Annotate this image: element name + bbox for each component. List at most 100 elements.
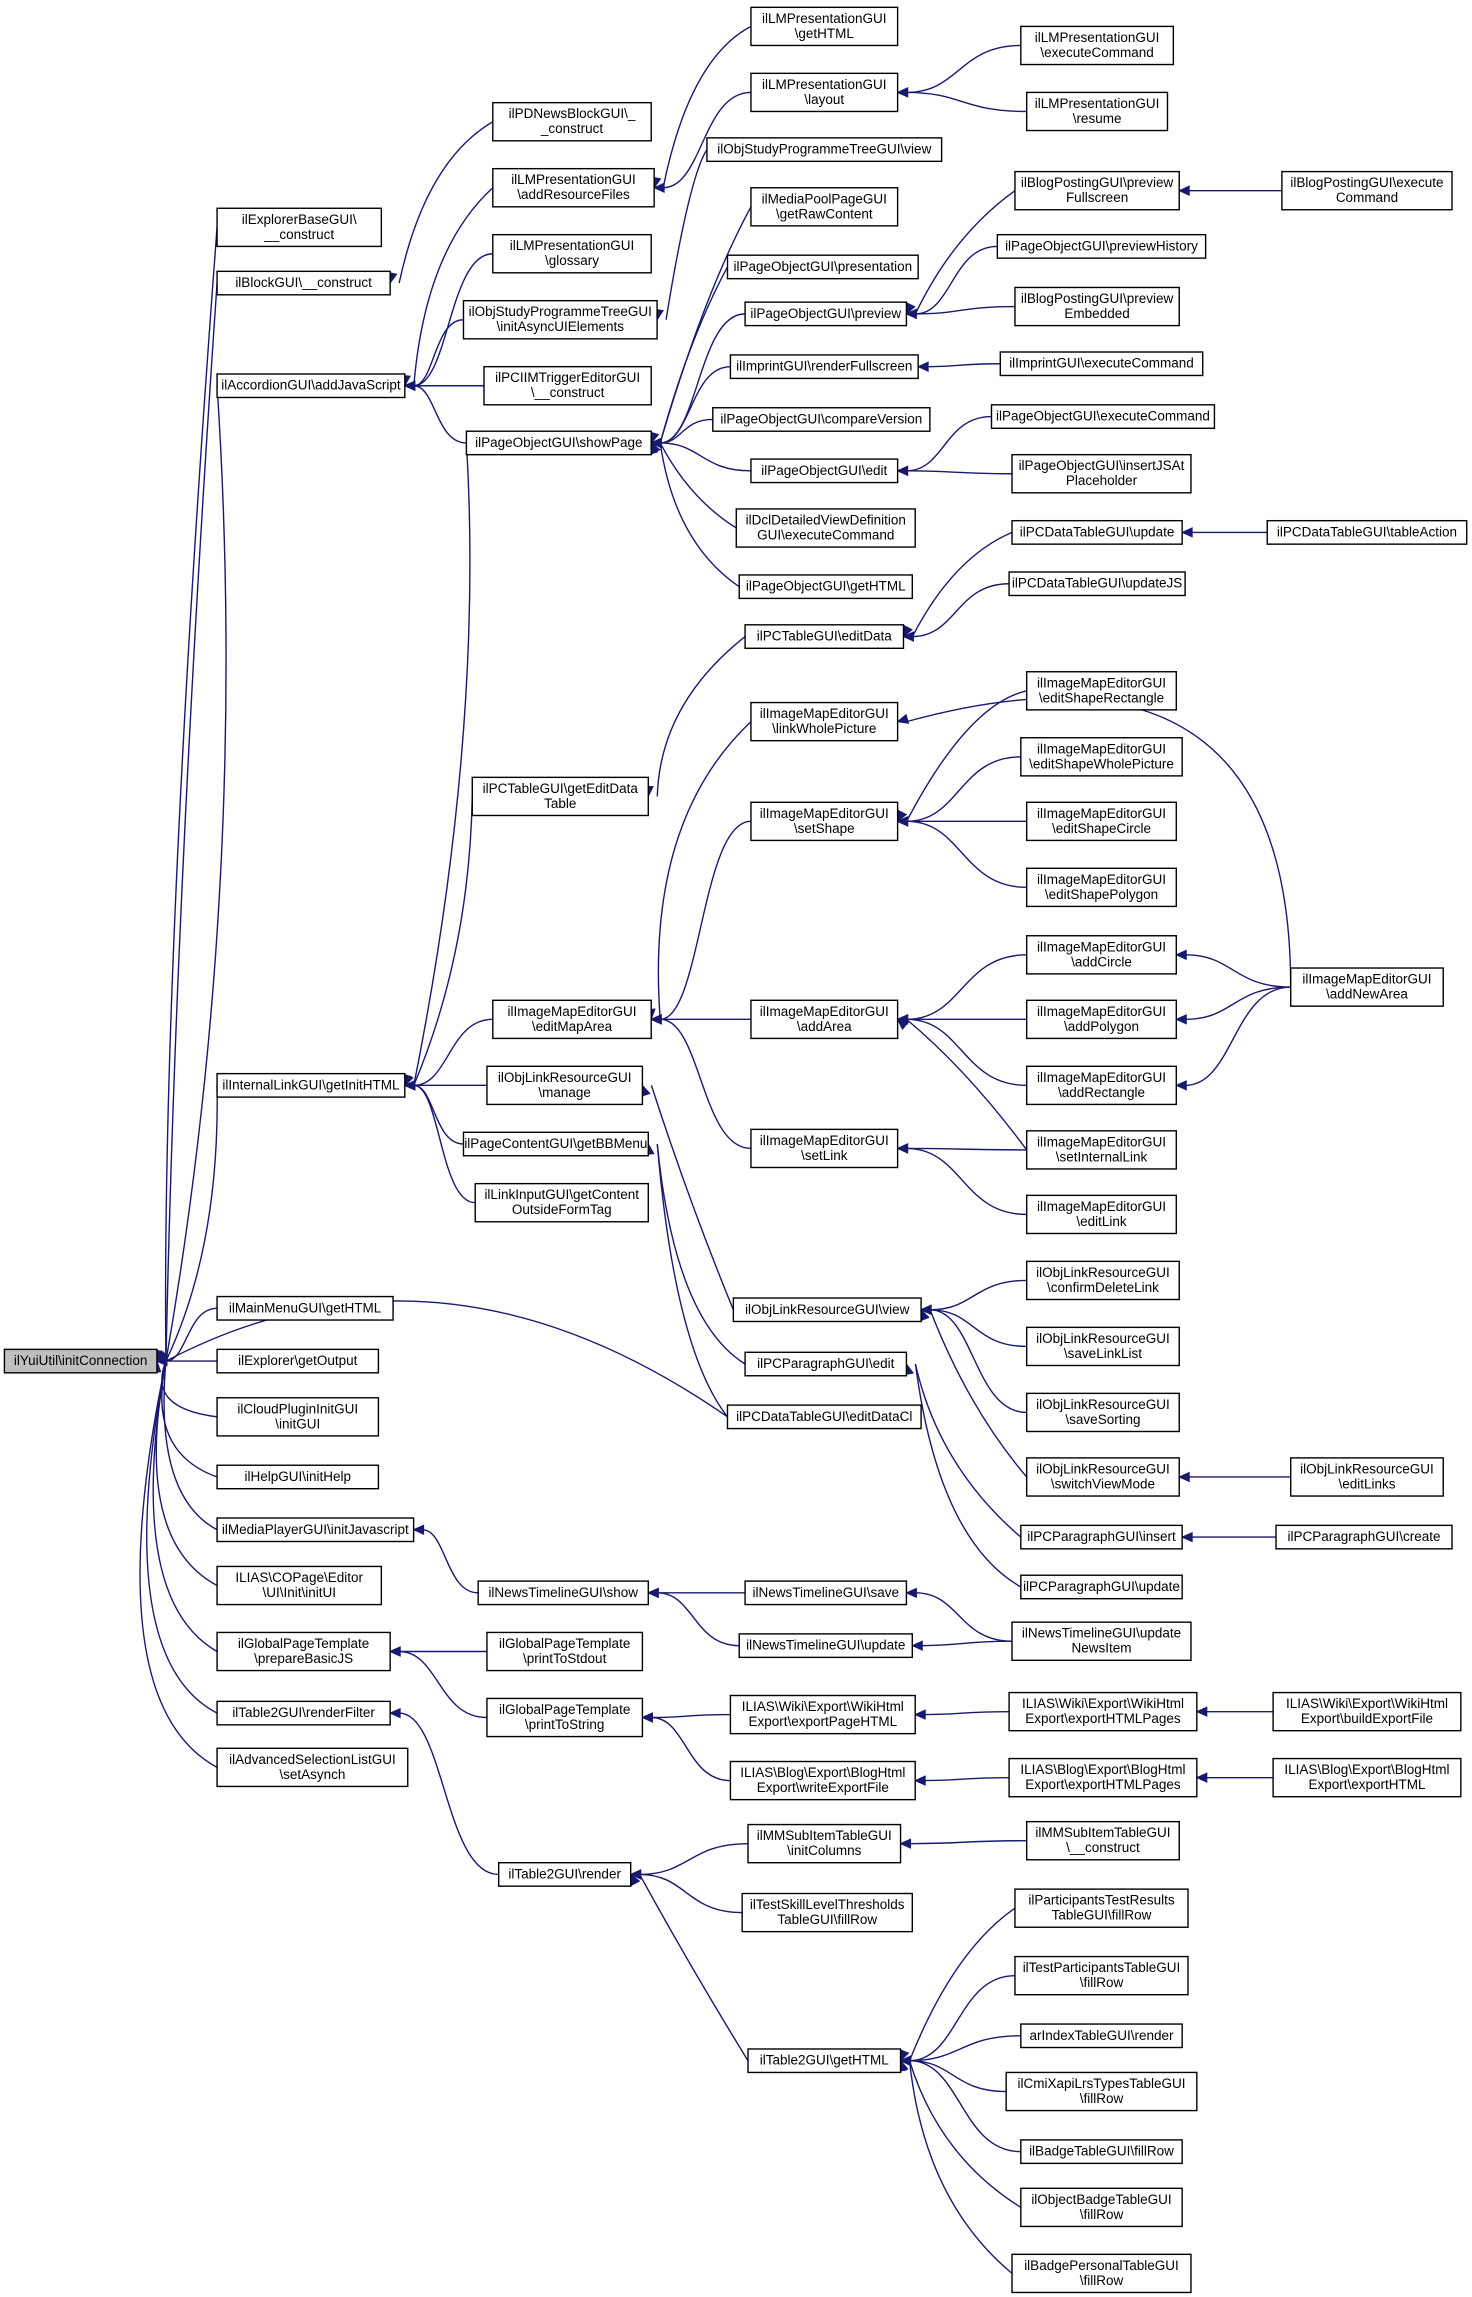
node-ilmmsubitemtablegui-construct[interactable]: ilMMSubItemTableGUI\__construct: [1025, 1820, 1180, 1861]
node-arindextablegui-render[interactable]: arIndexTableGUI\render: [1020, 2023, 1183, 2049]
node-ilpagecontentgui-getbbmenu[interactable]: ilPageContentGUI\getBBMenu: [462, 1131, 649, 1157]
node-ilimagemapeditorgui-editshapepolygon[interactable]: ilImageMapEditorGUI\editShapePolygon: [1025, 867, 1177, 908]
node-ilimagemapeditorgui-setlink[interactable]: ilImageMapEditorGUI\setLink: [750, 1128, 899, 1169]
node-ilpageobjectgui-compareversion[interactable]: ilPageObjectGUI\compareVersion: [712, 407, 931, 432]
node-illmpresentationgui-executecommand[interactable]: ilLMPresentationGUI\executeCommand: [1020, 25, 1175, 66]
node-ilpageobjectgui-edit[interactable]: ilPageObjectGUI\edit: [750, 458, 899, 484]
node-ilpcdatatablegui-tableaction[interactable]: ilPCDataTableGUI\tableAction: [1266, 519, 1468, 545]
node-illmpresentationgui-layout[interactable]: ilLMPresentationGUI\layout: [750, 72, 899, 113]
node-illmpresentationgui-gethtml[interactable]: ilLMPresentationGUI\getHTML: [750, 6, 899, 47]
node-ilpcparagraphgui-insert[interactable]: ilPCParagraphGUI\insert: [1020, 1524, 1183, 1550]
node-ilcmixapilrstypestablegui-fillrow[interactable]: ilCmiXapiLrsTypesTableGUI\fillRow: [1005, 2071, 1198, 2112]
node-ilinternallinkgui-getinithtml[interactable]: ilInternalLinkGUI\getInitHTML: [216, 1072, 406, 1098]
node-ilpageobjectgui-showpage[interactable]: ilPageObjectGUI\showPage: [465, 430, 652, 456]
node-ilias-wiki-export-wikihtmlexport-buildexportfile[interactable]: ILIAS\Wiki\Export\WikiHtmlExport\buildEx…: [1272, 1691, 1462, 1732]
node-ilyuiutil-initconnection[interactable]: ilYuiUtil\initConnection: [3, 1348, 158, 1374]
node-ilexplorerbasegui-construct[interactable]: ilExplorerBaseGUI\__construct: [216, 207, 383, 248]
node-ilias-wiki-export-wikihtmlexport-exportpagehtml[interactable]: ILIAS\Wiki\Export\WikiHtmlExport\exportP…: [729, 1694, 916, 1735]
node-ilblogpostinggui-executecommand[interactable]: ilBlogPostingGUI\executeCommand: [1281, 170, 1453, 211]
node-ilobjlinkresourcegui-confirmdeletelink[interactable]: ilObjLinkResourceGUI\confirmDeleteLink: [1025, 1260, 1180, 1301]
node-iladvancedselectionlistgui-setasynch[interactable]: ilAdvancedSelectionListGUI\setAsynch: [216, 1747, 409, 1788]
node-ilnewstimelinegui-show[interactable]: ilNewsTimelineGUI\show: [477, 1580, 649, 1606]
node-ilimagemapeditorgui-editmaparea[interactable]: ilImageMapEditorGUI\editMapArea: [492, 999, 652, 1040]
node-ilpageobjectgui-previewhistory[interactable]: ilPageObjectGUI\previewHistory: [996, 233, 1207, 259]
node-ilimagemapeditorgui-setshape[interactable]: ilImageMapEditorGUI\setShape: [750, 801, 899, 842]
node-ilimagemapeditorgui-linkwholepicture[interactable]: ilImageMapEditorGUI\linkWholePicture: [750, 701, 899, 742]
node-ilpcparagraphgui-edit[interactable]: ilPCParagraphGUI\edit: [744, 1351, 908, 1377]
node-ilimagemapeditorgui-setinternallink[interactable]: ilImageMapEditorGUI\setInternalLink: [1025, 1130, 1177, 1170]
node-ilhelpgui-inithelp[interactable]: ilHelpGUI\initHelp: [216, 1464, 380, 1490]
node-ilnewstimelinegui-save[interactable]: ilNewsTimelineGUI\save: [744, 1580, 908, 1606]
node-ilimagemapeditorgui-addarea[interactable]: ilImageMapEditorGUI\addArea: [750, 999, 899, 1040]
node-ilpdnewsblockgui-construct[interactable]: ilPDNewsBlockGUI\__construct: [492, 101, 652, 142]
node-ilbadgepersonaltablegui-fillrow[interactable]: ilBadgePersonalTableGUI\fillRow: [1011, 2253, 1192, 2294]
node-ilimagemapeditorgui-editlink[interactable]: ilImageMapEditorGUI\editLink: [1025, 1194, 1177, 1235]
node-ilobjlinkresourcegui-switchviewmode[interactable]: ilObjLinkResourceGUI\switchViewMode: [1025, 1457, 1180, 1497]
node-iltestparticipantstablegui-fillrow[interactable]: ilTestParticipantsTableGUI\fillRow: [1014, 1955, 1189, 1996]
node-ilpctablegui-editdata[interactable]: ilPCTableGUI\editData: [744, 624, 905, 649]
node-ilpcparagraphgui-create[interactable]: ilPCParagraphGUI\create: [1275, 1524, 1453, 1550]
node-ilglobalpagetemplate-printtostdout[interactable]: ilGlobalPageTemplate\printToStdout: [486, 1631, 644, 1672]
node-ilaccordiongui-addjavascript[interactable]: ilAccordionGUI\addJavaScript: [216, 373, 406, 399]
node-ilpageobjectgui-presentation[interactable]: ilPageObjectGUI\presentation: [726, 254, 919, 280]
node-ilimagemapeditorgui-editshapewholepicture[interactable]: ilImageMapEditorGUI\editShapeWholePictur…: [1020, 737, 1183, 777]
node-ilexplorer-getoutput[interactable]: ilExplorer\getOutput: [216, 1348, 380, 1374]
node-ilobjstudyprogrammetreegui-initasyncuielements[interactable]: ilObjStudyProgrammeTreeGUI\initAsyncUIEl…: [462, 299, 658, 340]
node-ilpcdatatablegui-editdatacl[interactable]: ilPCDataTableGUI\editDataCl: [726, 1404, 922, 1430]
node-ilpcparagraphgui-update[interactable]: ilPCParagraphGUI\update: [1020, 1574, 1183, 1600]
node-ilias-blog-export-bloghtmlexport-writeexportfile[interactable]: ILIAS\Blog\Export\BlogHtmlExport\writeEx…: [729, 1760, 916, 1801]
node-ilnewstimelinegui-update[interactable]: ilNewsTimelineGUI\update: [738, 1633, 913, 1659]
node-iltable2gui-renderfilter[interactable]: ilTable2GUI\renderFilter: [216, 1700, 391, 1726]
node-ilimprintgui-renderfullscreen[interactable]: ilImprintGUI\renderFullscreen: [729, 354, 919, 380]
node-ilmainmenugui-gethtml[interactable]: ilMainMenuGUI\getHTML: [216, 1295, 394, 1321]
node-label: ilLMPresentationGUI: [1035, 96, 1160, 111]
node-ilimagemapeditorgui-editshapecircle[interactable]: ilImageMapEditorGUI\editShapeCircle: [1025, 801, 1177, 842]
node-iltable2gui-gethtml[interactable]: ilTable2GUI\getHTML: [747, 2048, 902, 2074]
node-ilimagemapeditorgui-addnewarea[interactable]: ilImageMapEditorGUI\addNewArea: [1289, 967, 1444, 1007]
node-ilobjlinkresourcegui-manage[interactable]: ilObjLinkResourceGUI\manage: [486, 1065, 644, 1106]
node-ilobjlinkresourcegui-savesorting[interactable]: ilObjLinkResourceGUI\saveSorting: [1025, 1392, 1180, 1433]
node-ilparticipantstestresultstablegui-fillrow[interactable]: ilParticipantsTestResultsTableGUI\fillRo…: [1014, 1888, 1189, 1928]
node-ilbadgetablegui-fillrow[interactable]: ilBadgeTableGUI\fillRow: [1020, 2139, 1183, 2165]
node-ilmediapoolpagegui-getrawcontent[interactable]: ilMediaPoolPageGUI\getRawContent: [750, 187, 899, 227]
node-ilpageobjectgui-gethtml[interactable]: ilPageObjectGUI\getHTML: [738, 574, 913, 600]
node-ilias-wiki-export-wikihtmlexport-exporthtmlpages[interactable]: ILIAS\Wiki\Export\WikiHtmlExport\exportH…: [1008, 1691, 1198, 1732]
node-ilimagemapeditorgui-addcircle[interactable]: ilImageMapEditorGUI\addCircle: [1025, 935, 1177, 975]
node-ilpcdatatablegui-updatejs[interactable]: ilPCDataTableGUI\updateJS: [1008, 571, 1186, 597]
node-ilglobalpagetemplate-printtostring[interactable]: ilGlobalPageTemplate\printToString: [486, 1697, 644, 1738]
node-iltestskilllevelthresholdstablegui-fillrow[interactable]: ilTestSkillLevelThresholdsTableGUI\fillR…: [741, 1892, 913, 1933]
node-ilpageobjectgui-executecommand[interactable]: ilPageObjectGUI\executeCommand: [990, 404, 1216, 429]
node-ildcldetailedviewdefinitiongui-executecommand[interactable]: ilDclDetailedViewDefinitionGUI\executeCo…: [735, 508, 916, 548]
node-ilias-blog-export-bloghtmlexport-exporthtmlpages[interactable]: ILIAS\Blog\Export\BlogHtmlExport\exportH…: [1008, 1757, 1198, 1798]
node-iltable2gui-render[interactable]: ilTable2GUI\render: [497, 1862, 632, 1887]
node-ilobjectbadgetablegui-fillrow[interactable]: ilObjectBadgeTableGUI\fillRow: [1020, 2187, 1183, 2228]
node-ilias-copage-editor-ui-init-initui[interactable]: ILIAS\COPage\Editor\UI\Init\initUI: [216, 1565, 383, 1606]
node-ilimprintgui-executecommand[interactable]: ilImprintGUI\executeCommand: [999, 351, 1204, 377]
node-ilimagemapeditorgui-addrectangle[interactable]: ilImageMapEditorGUI\addRectangle: [1025, 1065, 1177, 1106]
node-ilobjstudyprogrammetreegui-view[interactable]: ilObjStudyProgrammeTreeGUI\view: [706, 137, 943, 163]
node-ilimagemapeditorgui-editshaperectangle[interactable]: ilImageMapEditorGUI\editShapeRectangle: [1025, 671, 1177, 711]
node-ilmmsubitemtablegui-initcolumns[interactable]: ilMMSubItemTableGUI\initColumns: [747, 1823, 902, 1864]
node-ilblockgui-construct[interactable]: ilBlockGUI\__construct: [216, 270, 391, 296]
node-ilcloudplugininitgui-initgui[interactable]: ilCloudPluginInitGUI\initGUI: [216, 1397, 380, 1437]
node-ilobjlinkresourcegui-view[interactable]: ilObjLinkResourceGUI\view: [732, 1297, 922, 1323]
node-ilmediaplayergui-initjavascript[interactable]: ilMediaPlayerGUI\initJavascript: [216, 1517, 415, 1543]
node-illmpresentationgui-resume[interactable]: ilLMPresentationGUI\resume: [1025, 91, 1169, 132]
node-ilglobalpagetemplate-preparebasicjs[interactable]: ilGlobalPageTemplate\prepareBasicJS: [216, 1631, 391, 1672]
node-ilimagemapeditorgui-addpolygon[interactable]: ilImageMapEditorGUI\addPolygon: [1025, 999, 1177, 1040]
node-illmpresentationgui-addresourcefiles[interactable]: ilLMPresentationGUI\addResourceFiles: [492, 167, 655, 208]
edge-line: [906, 1018, 1027, 1087]
node-ilobjlinkresourcegui-savelinklist[interactable]: ilObjLinkResourceGUI\saveLinkList: [1025, 1326, 1180, 1367]
node-ilpciimtriggereditorgui-construct[interactable]: ilPCIIMTriggerEditorGUI\__construct: [483, 365, 652, 406]
node-ilobjlinkresourcegui-editlinks[interactable]: ilObjLinkResourceGUI\editLinks: [1289, 1457, 1444, 1497]
node-illmpresentationgui-glossary[interactable]: ilLMPresentationGUI\glossary: [492, 233, 652, 274]
node-ilpcdatatablegui-update[interactable]: ilPCDataTableGUI\update: [1011, 519, 1183, 545]
node-ilpageobjectgui-preview[interactable]: ilPageObjectGUI\preview: [744, 301, 908, 327]
node-ilias-blog-export-bloghtmlexport-exporthtml[interactable]: ILIAS\Blog\Export\BlogHtmlExport\exportH…: [1272, 1757, 1462, 1798]
